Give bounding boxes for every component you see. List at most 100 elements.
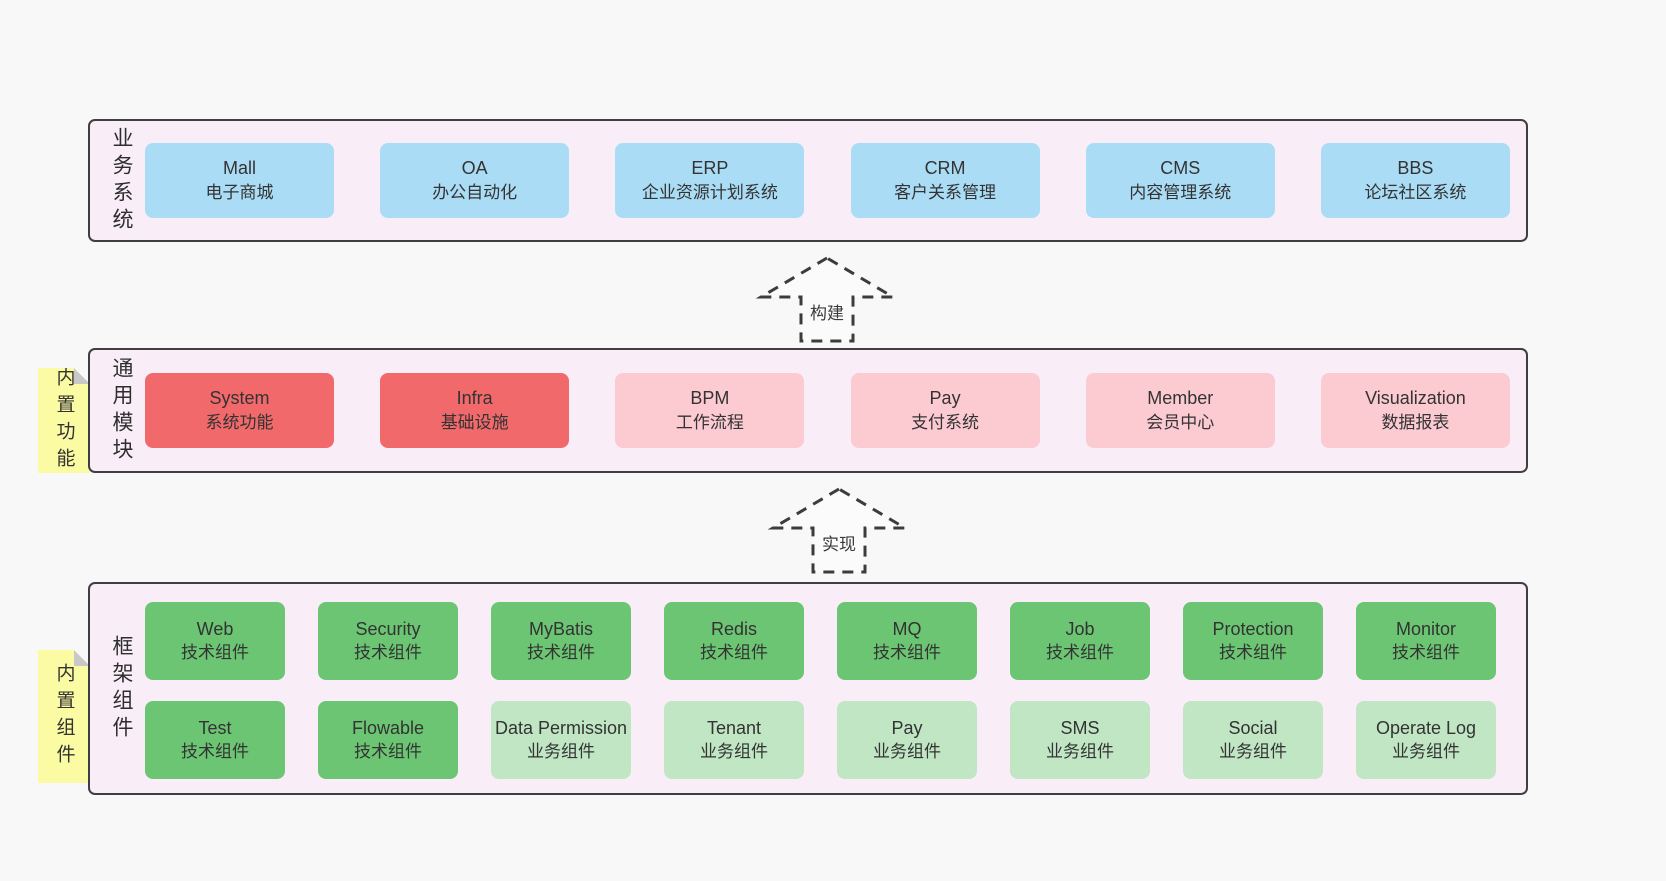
module-box-subtitle: 技术组件 [181, 741, 249, 761]
module-box-title: Job [1065, 618, 1095, 639]
module-box-subtitle: 支付系统 [911, 413, 980, 433]
module-box-title: CMS [1160, 158, 1201, 179]
module-box-title: System [209, 388, 270, 409]
module-box-data-permission: Data Permission 业务组件 [491, 701, 631, 779]
module-box-subtitle: 技术组件 [1219, 642, 1287, 662]
module-box-title: Redis [710, 618, 758, 639]
module-box-title: CRM [924, 158, 966, 179]
module-box-subtitle: 论坛社区系统 [1364, 183, 1467, 203]
module-box-subtitle: 技术组件 [527, 642, 595, 662]
arrow-label: 构建 [810, 304, 844, 323]
module-box-subtitle: 技术组件 [181, 642, 249, 662]
module-box-job: Job 技术组件 [1010, 602, 1150, 680]
build-arrow-up-icon: 构建 [756, 255, 898, 345]
module-box-title: Visualization [1365, 388, 1466, 409]
module-box-title: Social [1228, 717, 1278, 738]
module-box-visualization: Visualization 数据报表 [1320, 373, 1510, 448]
sticky-note-label: 内置功能 [53, 366, 75, 475]
module-box-title: Web [196, 618, 234, 639]
module-box-cms: CMS 内容管理系统 [1085, 143, 1275, 218]
module-box-subtitle: 会员中心 [1146, 413, 1215, 433]
module-box-subtitle: 技术组件 [1392, 642, 1460, 662]
module-box-mq: MQ 技术组件 [837, 602, 977, 680]
module-box-mall: Mall 电子商城 [145, 143, 334, 218]
module-box-title: Mall [222, 158, 256, 179]
module-box-title: BPM [690, 388, 730, 409]
module-box-title: Security [355, 618, 421, 639]
sticky-note-built-in-components: 内置组件 [38, 650, 90, 783]
module-box-title: Operate Log [1375, 717, 1477, 738]
module-box-subtitle: 办公自动化 [432, 183, 518, 203]
module-box-subtitle: 技术组件 [1046, 642, 1114, 662]
band-label: 业务系统 [110, 126, 133, 235]
module-box-subtitle: 业务组件 [873, 741, 941, 761]
module-box-tenant: Tenant 业务组件 [664, 701, 804, 779]
module-box-subtitle: 技术组件 [873, 642, 941, 662]
band-label: 通用模块 [110, 356, 133, 465]
module-box-subtitle: 企业资源计划系统 [641, 183, 778, 203]
module-box-crm: CRM 客户关系管理 [850, 143, 1040, 218]
module-box-monitor: Monitor 技术组件 [1356, 602, 1496, 680]
module-box-title: MyBatis [528, 618, 593, 639]
module-box-test: Test 技术组件 [145, 701, 285, 779]
module-box-title: Data Permission [494, 717, 628, 738]
module-box-subtitle: 系统功能 [205, 413, 274, 433]
module-box-social: Social 业务组件 [1183, 701, 1323, 779]
business-systems-row: Mall 电子商城 OA 办公自动化 ERP 企业资源计划系统 CRM 客户关系管理 CMS 内容… [145, 121, 1510, 240]
module-box-title: Infra [456, 388, 493, 409]
module-box-title: Test [198, 717, 232, 738]
module-box-sms: SMS 业务组件 [1010, 701, 1150, 779]
band-business-systems: 业务系统 Mall 电子商城 OA 办公自动化 ERP 企业资源计划系统 CRM 客户关系管理… [88, 119, 1528, 242]
module-box-title: Tenant [706, 717, 762, 738]
dashed-up-arrow-icon [768, 487, 910, 574]
band-label: 框架组件 [110, 634, 133, 743]
module-box-subtitle: 业务组件 [527, 741, 595, 761]
module-box-subtitle: 业务组件 [1046, 741, 1114, 761]
arrow-label: 实现 [822, 535, 856, 554]
module-box-title: Protection [1212, 618, 1294, 639]
module-box-subtitle: 电子商城 [205, 183, 274, 203]
module-box-title: BBS [1397, 158, 1434, 179]
module-box-bbs: BBS 论坛社区系统 [1320, 143, 1510, 218]
sticky-note-built-in-features: 内置功能 [38, 368, 90, 473]
module-box-title: Flowable [351, 717, 425, 738]
module-box-title: MQ [892, 618, 922, 639]
module-box-title: SMS [1060, 717, 1100, 738]
module-box-title: Pay [929, 388, 961, 409]
module-box-title: OA [461, 158, 488, 179]
module-box-mybatis: MyBatis 技术组件 [491, 602, 631, 680]
module-box-erp: ERP 企业资源计划系统 [615, 143, 805, 218]
module-box-title: ERP [691, 158, 729, 179]
module-box-subtitle: 数据报表 [1381, 413, 1450, 433]
module-box-redis: Redis 技术组件 [664, 602, 804, 680]
module-box-subtitle: 业务组件 [700, 741, 768, 761]
module-box-title: Pay [891, 717, 923, 738]
dashed-up-arrow-icon [756, 256, 898, 343]
module-box-member: Member 会员中心 [1085, 373, 1275, 448]
module-box-operate-log: Operate Log 业务组件 [1356, 701, 1496, 779]
module-box-subtitle: 基础设施 [440, 413, 509, 433]
module-box-subtitle: 业务组件 [1219, 741, 1287, 761]
module-box-subtitle: 技术组件 [354, 642, 422, 662]
module-box-web: Web 技术组件 [145, 602, 285, 680]
module-box-title: Member [1147, 388, 1214, 409]
module-box-subtitle: 客户关系管理 [894, 183, 997, 203]
sticky-note-label: 内置组件 [53, 662, 75, 771]
module-box-title: Monitor [1395, 618, 1457, 639]
module-box-subtitle: 技术组件 [700, 642, 768, 662]
module-box-infra: Infra 基础设施 [380, 373, 570, 448]
module-box-subtitle: 内容管理系统 [1129, 183, 1232, 203]
module-box-subtitle: 业务组件 [1392, 741, 1460, 761]
module-box-security: Security 技术组件 [318, 602, 458, 680]
implement-arrow-up-icon: 实现 [768, 486, 910, 576]
module-box-protection: Protection 技术组件 [1183, 602, 1323, 680]
module-box-oa: OA 办公自动化 [380, 143, 570, 218]
